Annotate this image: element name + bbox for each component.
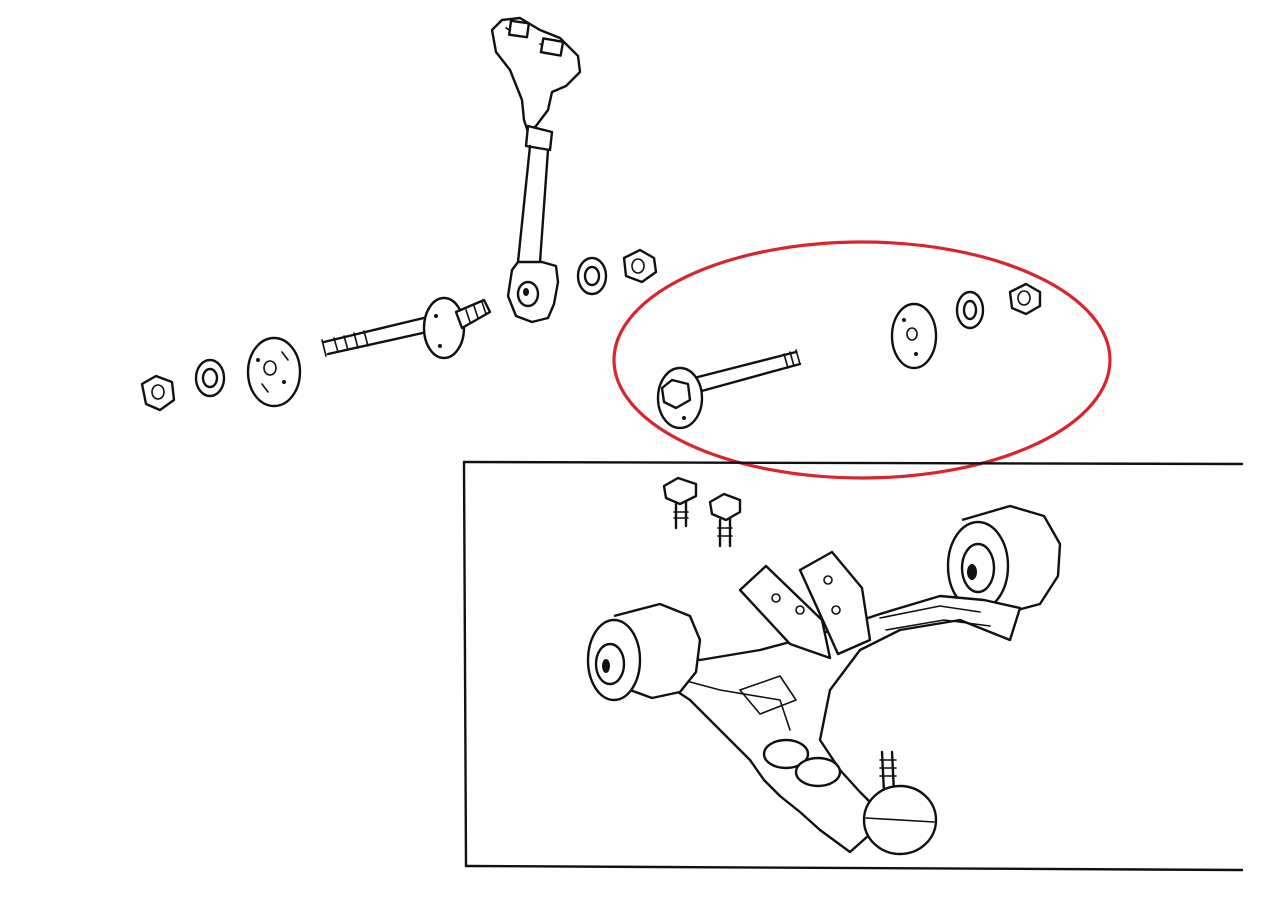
lower-arm-inset: [462, 460, 1244, 872]
washer: [576, 256, 608, 296]
highlight-ellipse: [612, 240, 1112, 480]
mount-bolt: [708, 492, 742, 548]
cam-bolt: [656, 349, 802, 430]
nut: [1008, 282, 1042, 316]
lower-control-arm: [586, 504, 1062, 854]
cam-plate: [246, 336, 302, 408]
nut: [622, 248, 658, 284]
ball-joint: [862, 750, 938, 856]
nut: [140, 374, 176, 412]
cam-bolt-assembly: [612, 240, 1112, 480]
strut-rod: [490, 16, 582, 324]
strut-rod-bushing: [321, 296, 492, 360]
mount-bolt: [662, 476, 698, 530]
cam-plate: [890, 302, 938, 370]
washer: [194, 358, 226, 398]
washer: [955, 290, 985, 330]
